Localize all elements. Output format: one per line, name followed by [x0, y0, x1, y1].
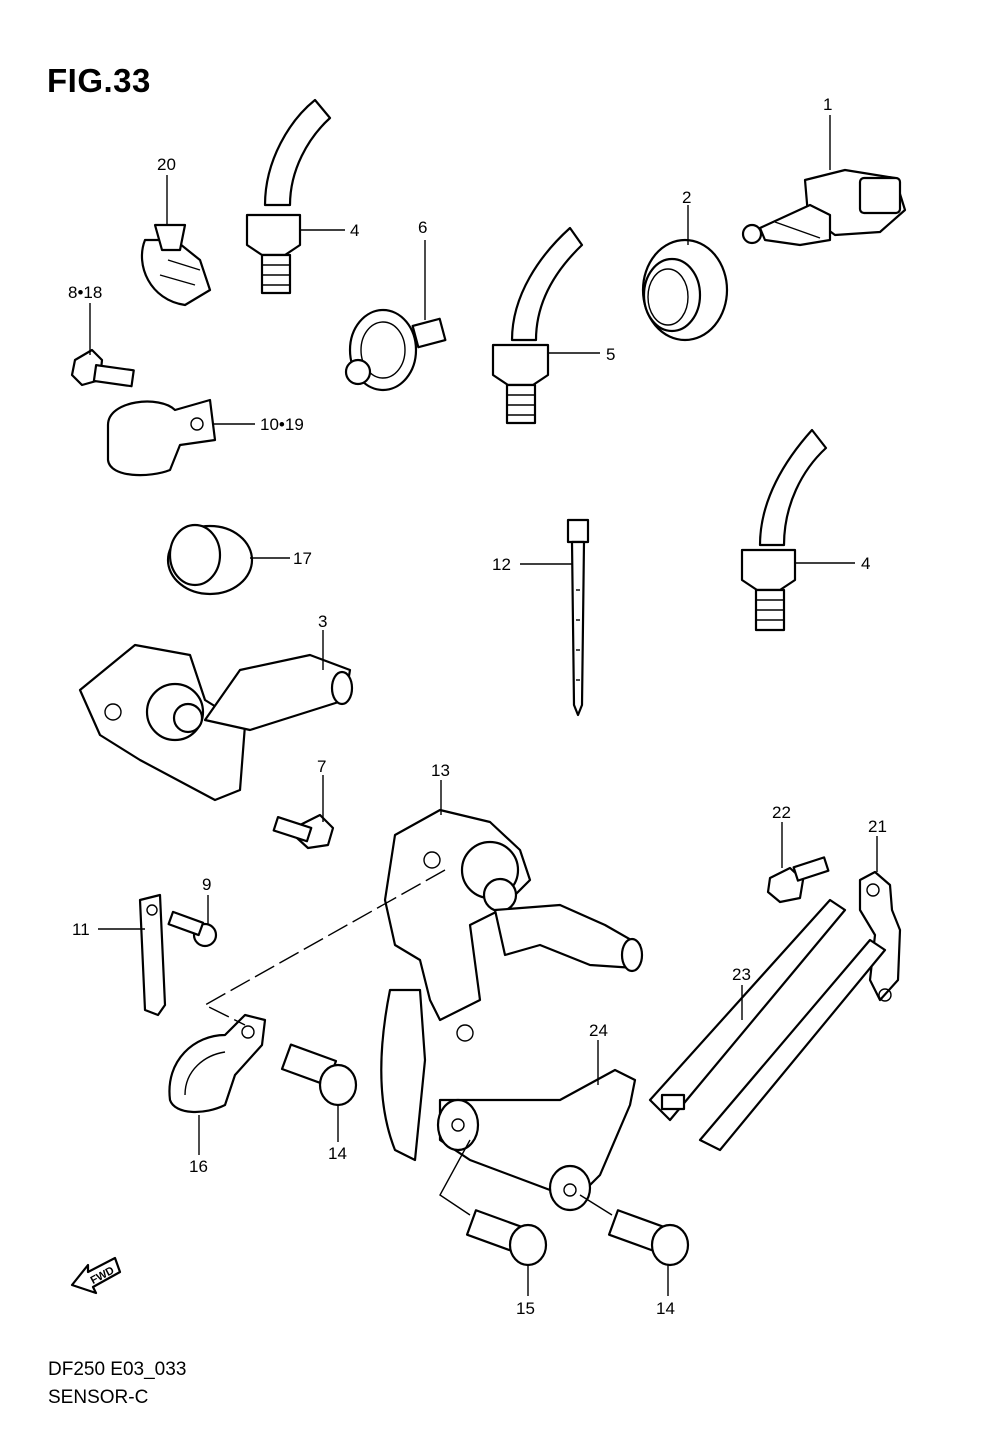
callout-7: 7	[317, 757, 326, 776]
part-1-sensor-connector	[741, 168, 907, 247]
section-name: SENSOR-C	[48, 1387, 149, 1408]
callout-labels: 1 2 3 4 4 5 6 7 8•18 9 10•19 11 12 13 14…	[68, 95, 887, 1318]
callout-14-left: 14	[328, 1144, 347, 1163]
part-13-sensor-assembly	[380, 808, 644, 1162]
callout-9: 9	[202, 875, 211, 894]
callout-6: 6	[418, 218, 427, 237]
part-14-bolt-left	[280, 1043, 358, 1107]
lead-lines	[89, 115, 878, 1296]
part-4-sensor-right	[740, 428, 828, 632]
callout-12: 12	[492, 555, 511, 574]
part-22-bolt	[766, 856, 830, 904]
part-12-cable-tie	[566, 518, 590, 717]
callout-8-18: 8•18	[68, 283, 102, 302]
part-11-clip	[138, 893, 167, 1017]
callout-14-right: 14	[656, 1299, 675, 1318]
model-code: DF250 E03_033	[48, 1359, 187, 1380]
fwd-label: FWD	[89, 1265, 117, 1287]
callout-22: 22	[772, 803, 791, 822]
part-9-screw	[167, 910, 218, 948]
part-23-link-arms	[648, 898, 887, 1152]
callout-4-top: 4	[350, 221, 359, 240]
callout-20: 20	[157, 155, 176, 174]
part-24-bracket	[436, 1068, 637, 1212]
callout-4-right: 4	[861, 554, 870, 573]
callout-11: 11	[72, 920, 90, 939]
callout-17: 17	[293, 549, 312, 568]
part-3-sensor-bracket	[78, 643, 354, 802]
part-15-bolt	[465, 1209, 548, 1267]
part-8-18-bolt	[70, 348, 135, 388]
fwd-arrow-icon: FWD	[70, 1256, 122, 1295]
callout-24: 24	[589, 1021, 608, 1040]
part-6-knock-sensor	[344, 308, 447, 392]
part-16-clip	[168, 1013, 267, 1114]
callout-3: 3	[318, 612, 327, 631]
callout-1: 1	[823, 95, 832, 114]
part-2-grommet	[641, 238, 729, 342]
part-20-clip	[140, 223, 212, 307]
callout-5: 5	[606, 345, 615, 364]
callout-15: 15	[516, 1299, 535, 1318]
callout-23: 23	[732, 965, 751, 984]
part-14-bolt-right	[607, 1209, 690, 1267]
part-4-sensor-top	[245, 98, 332, 295]
figure-title: FIG.33	[47, 62, 151, 99]
part-21-bracket	[858, 870, 902, 1002]
part-17-grommet	[166, 523, 254, 596]
part-5-sensor	[491, 226, 584, 425]
part-10-19-clamp	[106, 398, 217, 477]
part-7-bolt	[272, 813, 335, 850]
callout-10-19: 10•19	[260, 415, 304, 434]
callout-21: 21	[868, 817, 887, 836]
callout-13: 13	[431, 761, 450, 780]
callout-2: 2	[682, 188, 691, 207]
callout-16: 16	[189, 1157, 208, 1176]
